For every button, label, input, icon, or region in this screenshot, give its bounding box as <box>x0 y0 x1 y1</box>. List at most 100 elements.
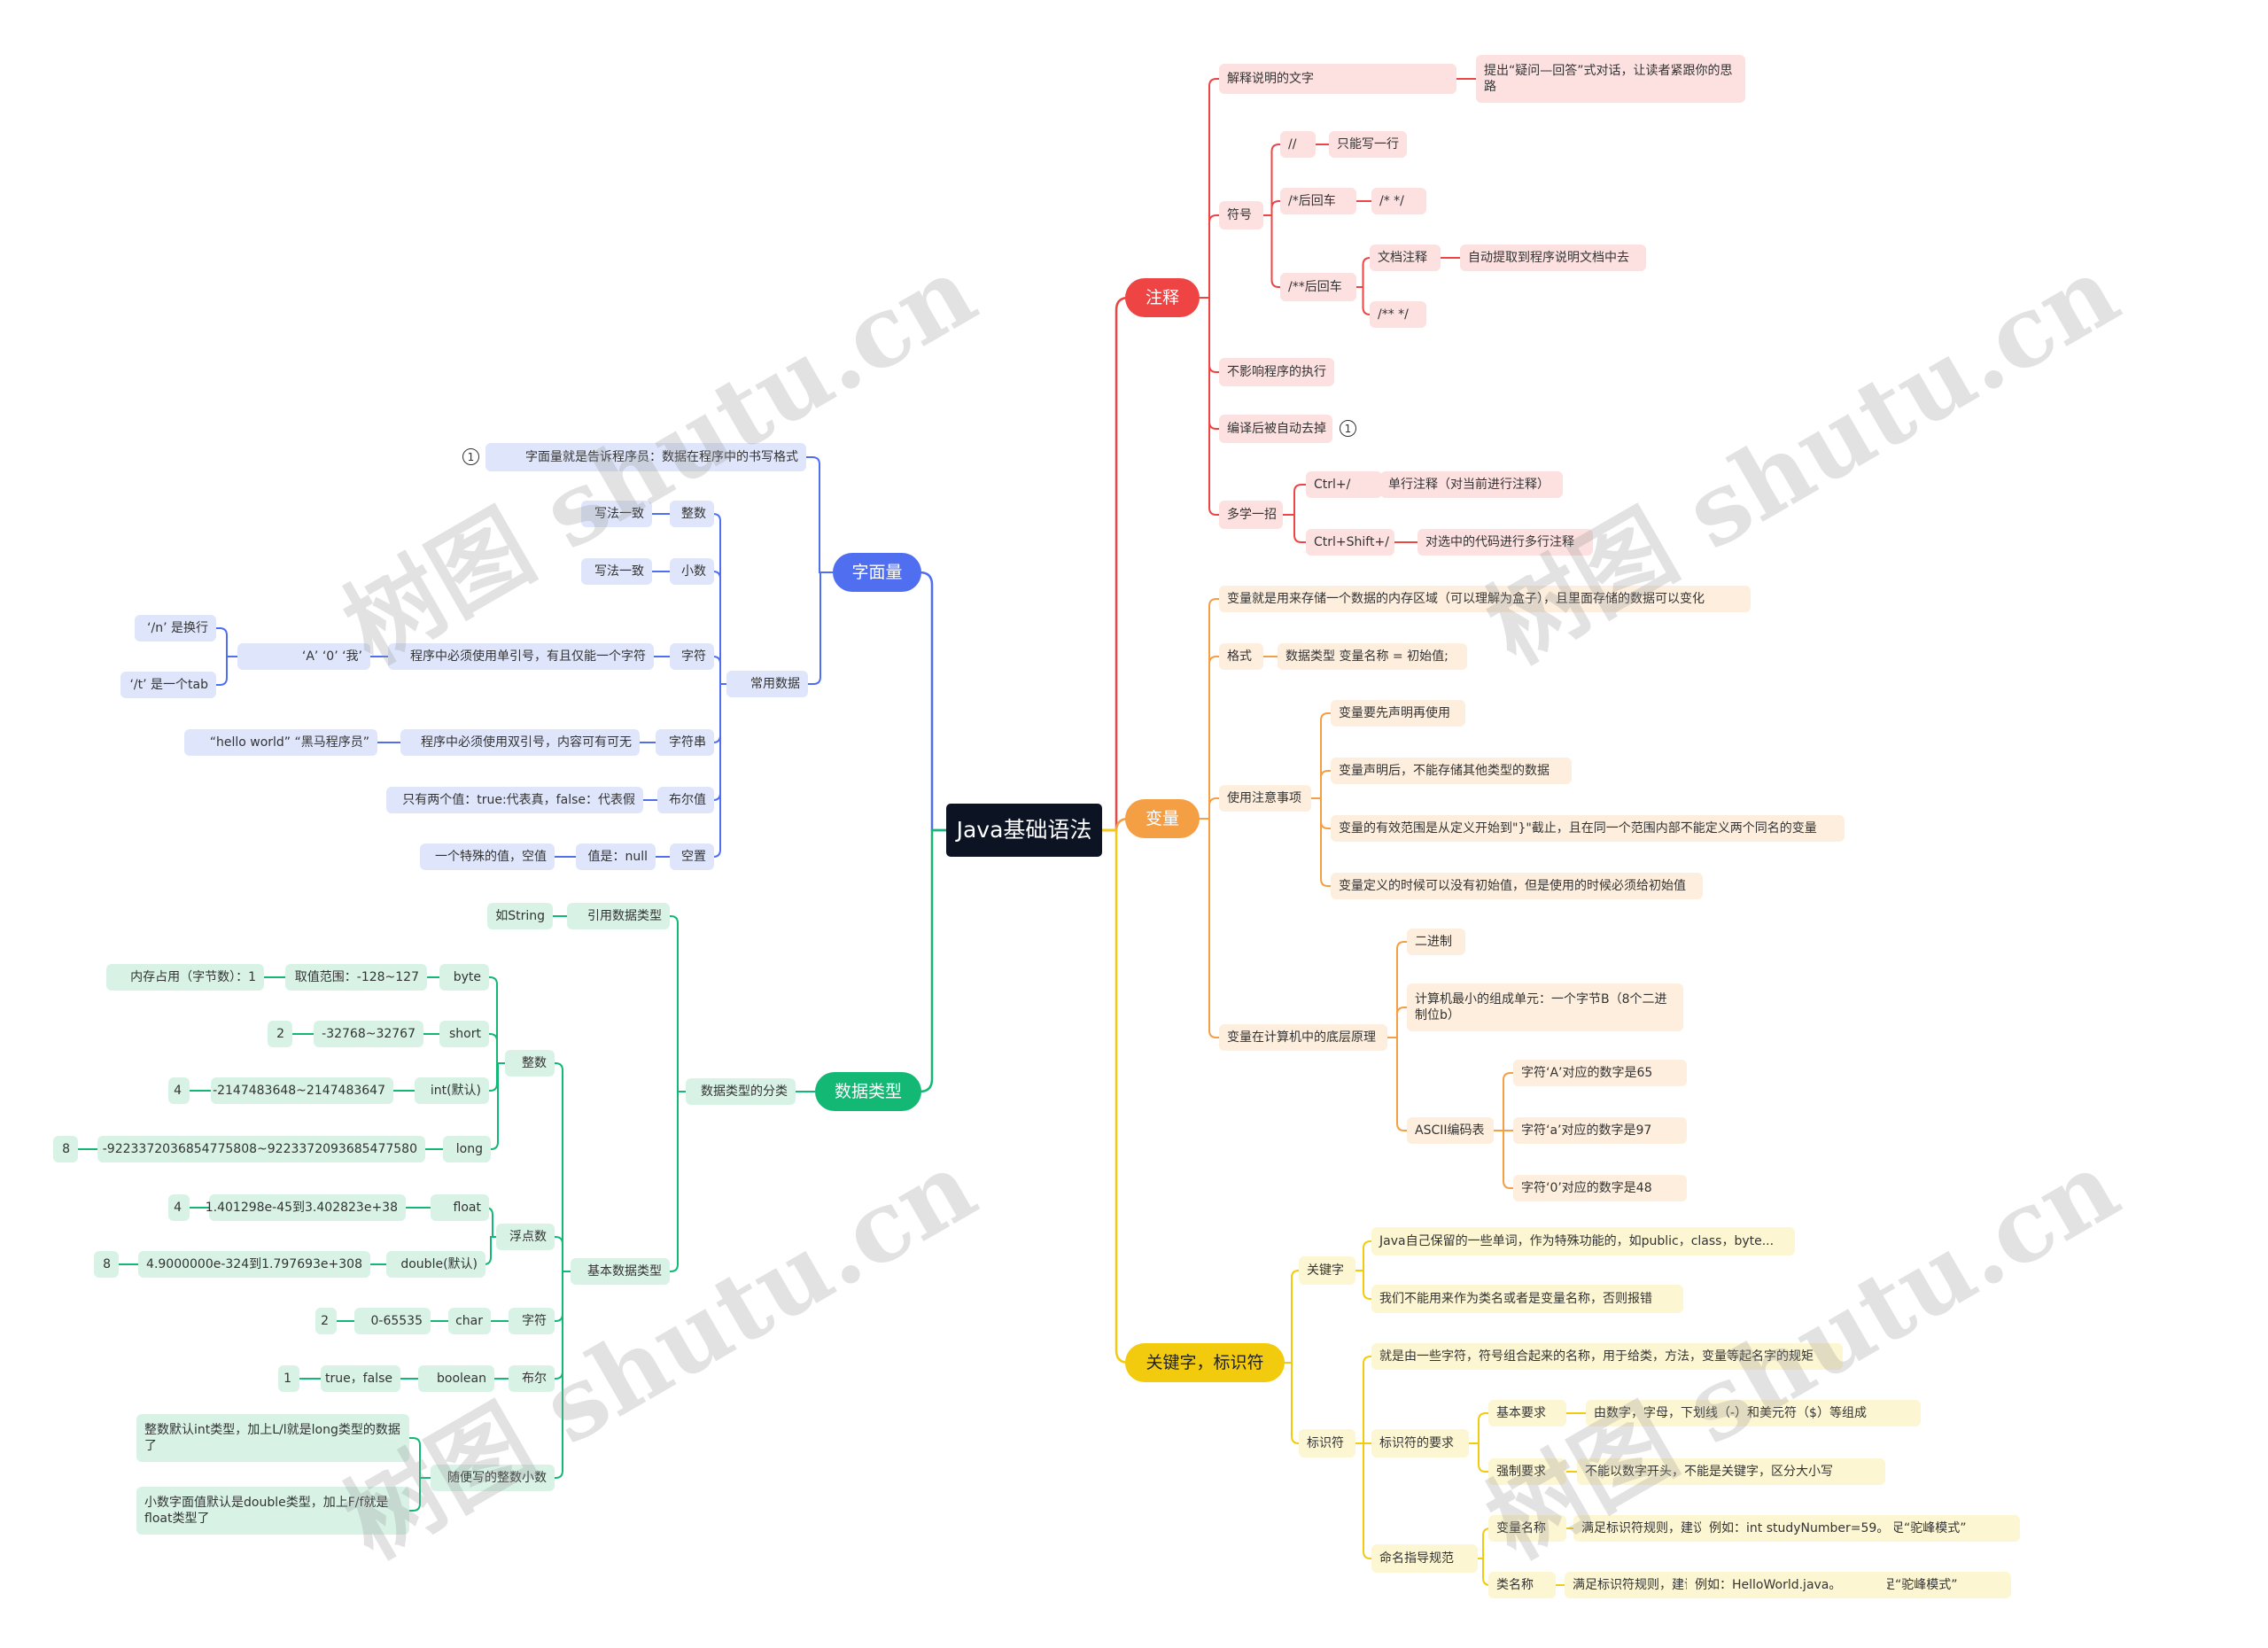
branch-zs[interactable]: 注释 <box>1125 278 1200 317</box>
topic-关键字[interactable]: 关键字 <box>1299 1256 1355 1285</box>
topic-java自己保留的一些单词-作为特殊功能的-如public-[interactable]: Java自己保留的一些单词，作为特殊功能的，如public，class，byte… <box>1371 1227 1795 1255</box>
topic-double-默认[interactable]: double(默认) <box>386 1251 485 1278</box>
topic-字符-0-对应的数字是48[interactable]: 字符‘0’对应的数字是48 <box>1513 1175 1687 1201</box>
topic-32768-32767[interactable]: -32768~32767 <box>314 1021 423 1047</box>
topic-提出-疑问-回答-式对话-让读者紧跟你的思路[interactable]: 提出“疑问—回答”式对话，让读者紧跟你的思路 <box>1476 55 1745 103</box>
topic-自动提取到程序说明文档中去[interactable]: 自动提取到程序说明文档中去 <box>1460 245 1646 271</box>
topic-小数[interactable]: 小数 <box>670 558 714 585</box>
topic-ascii编码表[interactable]: ASCII编码表 <box>1407 1117 1494 1144</box>
topic-2[interactable]: 2 <box>268 1021 292 1047</box>
topic-字符-a-对应的数字是65[interactable]: 字符‘A’对应的数字是65 <box>1513 1060 1687 1086</box>
topic-文档注释[interactable]: 文档注释 <box>1370 245 1441 271</box>
topic-数据类型-变量名称-初始值[interactable]: 数据类型 变量名称 = 初始值; <box>1278 643 1467 670</box>
branch-bl[interactable]: 变量 <box>1125 799 1200 838</box>
topic-后回车[interactable]: /*后回车 <box>1280 188 1356 214</box>
topic-后回车[interactable]: /**后回车 <box>1280 273 1356 301</box>
topic-基本要求[interactable]: 基本要求 <box>1488 1400 1566 1426</box>
topic-写法一致[interactable]: 写法一致 <box>581 558 652 585</box>
topic-解释说明的文字[interactable]: 解释说明的文字 <box>1219 64 1456 94</box>
topic-格式[interactable]: 格式 <box>1219 643 1263 670</box>
topic-整数[interactable]: 整数 <box>505 1050 555 1077</box>
topic-空置[interactable]: 空置 <box>670 843 714 870</box>
topic-随便写的整数小数[interactable]: 随便写的整数小数 <box>431 1465 555 1491</box>
topic-9223372036854775808-9223372093[interactable]: -9223372036854775808~9223372093685477580 <box>97 1136 425 1162</box>
topic-引用数据类型[interactable]: 引用数据类型 <box>567 903 670 929</box>
topic-字符[interactable]: 字符 <box>509 1308 555 1334</box>
topic-byte[interactable]: byte <box>439 964 489 991</box>
topic-整数[interactable]: 整数 <box>670 501 714 527</box>
topic-例如-helloworld-java[interactable]: 例如：HelloWorld.java。 <box>1687 1572 1887 1598</box>
topic-4[interactable]: 4 <box>168 1077 190 1104</box>
root-topic[interactable]: Java基础语法 <box>946 804 1102 857</box>
topic-数据类型的分类[interactable]: 数据类型的分类 <box>686 1078 796 1105</box>
topic-[interactable]: /** */ <box>1370 301 1426 328</box>
topic-ctrl[interactable]: Ctrl+/ <box>1306 471 1382 498</box>
topic-程序中必须使用双引号-内容可有可无[interactable]: 程序中必须使用双引号，内容可有可无 <box>400 729 640 756</box>
topic-4[interactable]: 4 <box>168 1194 190 1221</box>
topic-8[interactable]: 8 <box>53 1136 78 1162</box>
topic-hello-world-黑马程序员[interactable]: “hello world” “黑马程序员” <box>184 729 377 756</box>
topic-变量定义的时候可以没有初始值-但是使用的时候必须给初始值[interactable]: 变量定义的时候可以没有初始值，但是使用的时候必须给初始值 <box>1331 873 1703 899</box>
topic-单行注释-对当前进行注释[interactable]: 单行注释（对当前进行注释） <box>1380 471 1563 498</box>
topic-8[interactable]: 8 <box>94 1251 119 1278</box>
topic-1-401298e-45到3-402823e-38[interactable]: 1.401298e-45到3.402823e+38 <box>206 1194 406 1221</box>
topic-变量就是用来存储一个数据的内存区域-可以理解为盒子-且里面存[interactable]: 变量就是用来存储一个数据的内存区域（可以理解为盒子），且里面存储的数据可以变化 <box>1219 586 1751 612</box>
topic-二进制[interactable]: 二进制 <box>1407 929 1465 955</box>
topic-我们不能用来作为类名或者是变量名称-否则报错[interactable]: 我们不能用来作为类名或者是变量名称，否则报错 <box>1371 1285 1683 1313</box>
topic-1[interactable]: 1 <box>278 1365 299 1392</box>
topic-如string[interactable]: 如String <box>487 903 553 929</box>
topic-内存占用-字节数-1[interactable]: 内存占用（字节数）：1 <box>106 964 264 991</box>
branch-gjz[interactable]: 关键字，标识符 <box>1125 1343 1285 1382</box>
topic-字符[interactable]: 字符 <box>670 643 714 670</box>
topic-强制要求[interactable]: 强制要求 <box>1488 1458 1566 1485</box>
topic-标识符的要求[interactable]: 标识符的要求 <box>1371 1429 1469 1458</box>
topic-只能写一行[interactable]: 只能写一行 <box>1329 131 1407 158</box>
topic-字符-a-对应的数字是97[interactable]: 字符‘a’对应的数字是97 <box>1513 1117 1687 1144</box>
topic-float[interactable]: float <box>431 1194 489 1221</box>
topic-变量要先声明再使用[interactable]: 变量要先声明再使用 <box>1331 700 1465 727</box>
note-badge-icon[interactable]: 1 <box>462 448 479 465</box>
topic-符号[interactable]: 符号 <box>1219 201 1263 229</box>
topic-0-65535[interactable]: 0-65535 <box>354 1308 431 1334</box>
topic-char[interactable]: char <box>448 1308 491 1334</box>
topic-就是由一些字符-符号组合起来的名称-用于给类-方法-变量等起[interactable]: 就是由一些字符，符号组合起来的名称，用于给类，方法，变量等起名字的规矩 <box>1371 1343 1843 1370</box>
topic-使用注意事项[interactable]: 使用注意事项 <box>1219 785 1311 812</box>
topic-变量名称[interactable]: 变量名称 <box>1488 1515 1566 1542</box>
topic-4-9000000e-324到1-797693e-308[interactable]: 4.9000000e-324到1.797693e+308 <box>138 1251 370 1278</box>
branch-zml[interactable]: 字面量 <box>833 553 921 592</box>
topic-对选中的代码进行多行注释[interactable]: 对选中的代码进行多行注释 <box>1418 529 1593 556</box>
topic-编译后被自动去掉[interactable]: 编译后被自动去掉 <box>1219 415 1332 443</box>
topic-小数字面值默认是double类型-加上f-f就是float类[interactable]: 小数字面值默认是double类型，加上F/f就是float类型了 <box>136 1487 409 1535</box>
topic-布尔值[interactable]: 布尔值 <box>657 787 714 813</box>
topic-t-是一个tab[interactable]: ‘/t’ 是一个tab <box>120 672 216 698</box>
topic-取值范围-128-127[interactable]: 取值范围：-128~127 <box>285 964 427 991</box>
topic-true-false[interactable]: true，false <box>321 1365 400 1392</box>
topic-多学一招[interactable]: 多学一招 <box>1219 501 1283 529</box>
topic-类名称[interactable]: 类名称 <box>1488 1572 1556 1598</box>
topic-n-是换行[interactable]: ‘/n’ 是换行 <box>135 615 216 641</box>
topic-只有两个值-true-代表真-false-代表假[interactable]: 只有两个值：true:代表真，false：代表假 <box>386 787 643 813</box>
topic-整数默认int类型-加上l-l就是long类型的数据了[interactable]: 整数默认int类型，加上L/l就是long类型的数据了 <box>136 1414 409 1462</box>
topic-long[interactable]: long <box>443 1136 491 1162</box>
topic-字面量就是告诉程序员-数据在程序中的书写格式[interactable]: 字面量就是告诉程序员：数据在程序中的书写格式 <box>485 443 806 471</box>
topic-变量在计算机中的底层原理[interactable]: 变量在计算机中的底层原理 <box>1219 1024 1387 1051</box>
topic-boolean[interactable]: boolean <box>418 1365 494 1392</box>
topic-[interactable]: /* */ <box>1371 188 1426 214</box>
topic-int-默认[interactable]: int(默认) <box>415 1077 489 1104</box>
topic-例如-int-studynumber-59[interactable]: 例如：int studyNumber=59。 <box>1701 1515 1894 1542</box>
topic-变量声明后-不能存储其他类型的数据[interactable]: 变量声明后，不能存储其他类型的数据 <box>1331 758 1572 784</box>
topic-2147483648-2147483647[interactable]: -2147483648~2147483647 <box>211 1077 393 1104</box>
topic-[interactable]: // <box>1280 131 1316 158</box>
topic-写法一致[interactable]: 写法一致 <box>581 501 652 527</box>
topic-程序中必须使用单引号-有且仅能一个字符[interactable]: 程序中必须使用单引号，有且仅能一个字符 <box>388 643 654 670</box>
topic-ctrl-shift[interactable]: Ctrl+Shift+/ <box>1306 529 1394 556</box>
topic-由数字-字母-下划线-和美元符-等组成[interactable]: 由数字，字母，下划线（-）和美元符（$）等组成 <box>1586 1400 1921 1426</box>
topic-常用数据[interactable]: 常用数据 <box>726 671 808 697</box>
topic-变量的有效范围是从定义开始到-截止-且在同一个范围内部不能定[interactable]: 变量的有效范围是从定义开始到"}"截止，且在同一个范围内部不能定义两个同名的变量 <box>1331 815 1845 842</box>
topic-计算机最小的组成单元-一个字节b-8个二进制位b[interactable]: 计算机最小的组成单元：一个字节B（8个二进制位b） <box>1407 983 1683 1031</box>
topic-short[interactable]: short <box>439 1021 489 1047</box>
topic-值是-null[interactable]: 值是：null <box>576 843 656 870</box>
topic-标识符[interactable]: 标识符 <box>1299 1429 1355 1458</box>
topic-不能以数字开头-不能是关键字-区分大小写[interactable]: 不能以数字开头，不能是关键字，区分大小写 <box>1577 1458 1885 1485</box>
topic-一个特殊的值-空值[interactable]: 一个特殊的值，空值 <box>420 843 555 870</box>
